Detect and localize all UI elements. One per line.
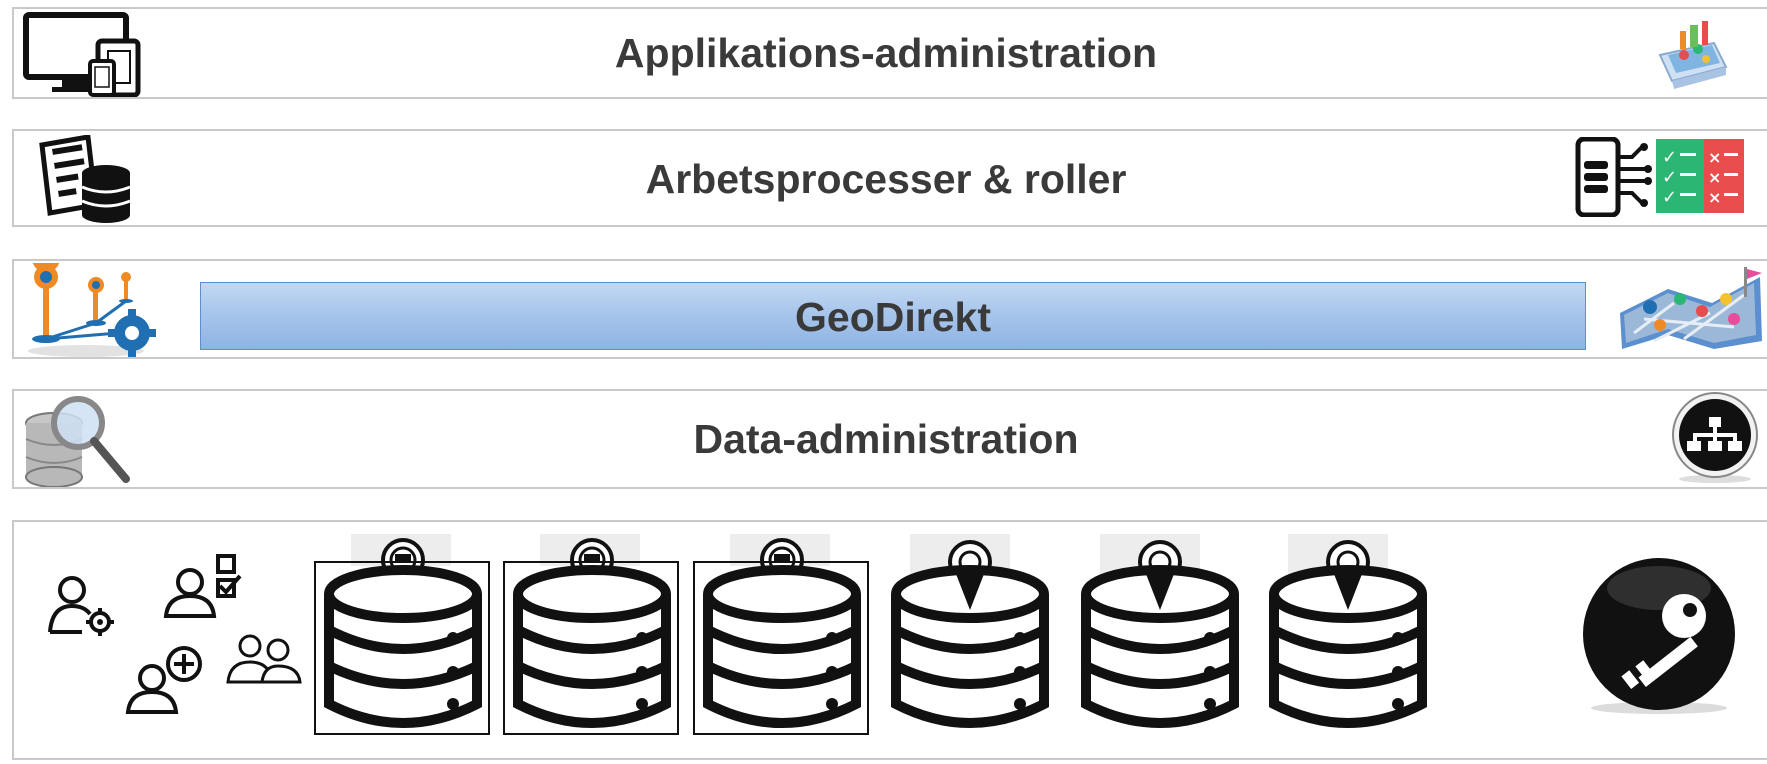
svg-text:✓: ✓ [1662, 147, 1677, 168]
database-location-icon [1070, 530, 1250, 740]
location-network-gear-icon [22, 263, 162, 359]
geodirekt-title: GeoDirekt [795, 294, 991, 340]
user-tasks-icon [160, 552, 244, 618]
svg-text:×: × [1708, 168, 1721, 187]
layer-data-sources [12, 520, 1767, 760]
database-magnifier-icon [24, 393, 134, 487]
users-group-icon [222, 630, 306, 690]
database-plug-icon [502, 530, 682, 740]
map-pins-icon [1614, 263, 1764, 353]
svg-text:✓: ✓ [1662, 167, 1677, 188]
database-plug-icon [313, 530, 493, 740]
layer-title: Arbetsprocesser & roller [645, 156, 1127, 202]
svg-text:×: × [1708, 188, 1721, 207]
key-button-icon [1574, 558, 1744, 718]
hierarchy-button-icon [1668, 391, 1762, 485]
layer-title: Applikations-administration [614, 30, 1158, 76]
mobile-data-checklist-icon: ✓ ✓ ✓ × × × [1574, 137, 1764, 217]
layer-application-administration: Applikations-administration [12, 7, 1767, 99]
user-settings-icon [48, 574, 116, 638]
layer-title: Data-administration [693, 416, 1079, 462]
layer-work-processes: Arbetsprocesser & roller ✓ ✓ ✓ × × × [12, 129, 1767, 227]
layer-geodirekt: GeoDirekt [12, 259, 1767, 359]
document-database-icon [38, 135, 134, 223]
layer-data-administration: Data-administration [12, 389, 1767, 489]
database-location-icon [1258, 530, 1438, 740]
map-device-icon [1654, 15, 1730, 95]
database-plug-icon [692, 530, 872, 740]
svg-text:✓: ✓ [1662, 187, 1677, 208]
database-location-icon [880, 530, 1060, 740]
user-add-icon [118, 644, 208, 714]
geodirekt-bar: GeoDirekt [200, 282, 1586, 350]
svg-text:×: × [1708, 148, 1721, 167]
devices-icon [22, 11, 150, 97]
